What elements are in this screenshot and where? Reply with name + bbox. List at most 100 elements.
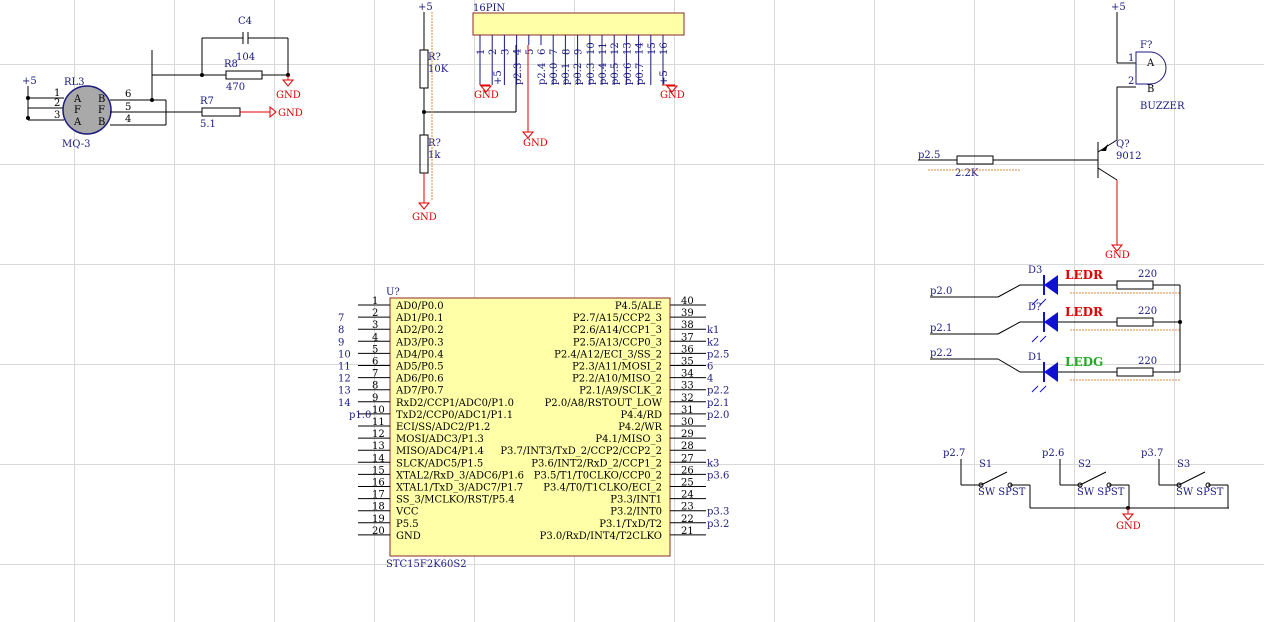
divider-r-top-val: 10K — [428, 64, 449, 75]
lcd-net-label: p0.1 — [561, 63, 572, 85]
buzzer-pin1: 1 — [1128, 53, 1134, 64]
mcu-pin-name: P2.1/A9/SCLK_2 — [579, 386, 662, 397]
led-ray — [1039, 298, 1047, 306]
mcu-pin-number: 2 — [372, 308, 378, 319]
led-wire — [997, 321, 1021, 335]
sensor-pin-label: 1 — [54, 88, 60, 99]
buzzer-ref: F? — [1140, 40, 1152, 51]
led-resistor — [1116, 367, 1154, 377]
lcd-ref: 16PIN — [473, 3, 505, 14]
lcd-net-label: p0.3 — [586, 63, 597, 85]
gnd-label: GND — [1105, 250, 1130, 261]
mcu-part: STC15F2K60S2 — [386, 559, 467, 570]
mcu-pin-number: 28 — [681, 441, 694, 452]
mcu-pin-number: 21 — [681, 526, 694, 537]
mcu-pin-name: P4.2/WR — [618, 422, 662, 433]
lcd-pin-number: 9 — [574, 49, 585, 55]
q-base-net: p2.5 — [918, 150, 940, 161]
mcu-net-label: p2.2 — [707, 386, 729, 397]
mcu-net-label: 6 — [707, 362, 713, 373]
mcu-net-label: 4 — [707, 374, 713, 385]
led-ray — [1039, 335, 1047, 343]
buzzer-pin2: 2 — [1128, 76, 1134, 87]
mcu-pin-name: P4.5/ALE — [615, 301, 662, 312]
gnd-label: GND — [276, 90, 301, 101]
r8-ref: R8 — [224, 59, 238, 70]
mcu-pin-name: XTAL1/TxD_3/ADC7/P1.7 — [396, 483, 523, 494]
gnd-symbol — [269, 105, 277, 119]
mcu-pin-name: P2.2/A10/MISO_2 — [572, 374, 662, 385]
lcd-pin-number: 15 — [647, 42, 658, 55]
led-resistor — [1116, 317, 1154, 327]
sensor-part: MQ-3 — [62, 139, 91, 150]
mcu-pin-number: 32 — [681, 393, 694, 404]
lcd-pin-number: 11 — [598, 42, 609, 55]
led-resistor-value: 220 — [1138, 306, 1157, 317]
q-collector — [1097, 139, 1118, 153]
mcu-pin-number: 15 — [372, 465, 385, 476]
mcu-pin-name: AD5/P0.5 — [395, 362, 444, 373]
mcu-net-label: p2.0 — [707, 410, 729, 421]
lcd-net-label: p0.0 — [549, 63, 560, 85]
mq3-sensor: +5 1 2 3 A F A B F B RL3 MQ-3 6 5 4 — [22, 16, 303, 150]
mcu-pin-name: P3.5/T1/T0CLKO/CCP0_2 — [534, 470, 662, 481]
switch-lever — [1079, 471, 1107, 486]
divider-r-bot — [419, 134, 429, 174]
mcu-net-label: p3.6 — [707, 470, 729, 481]
lcd-net-label: p2.3 — [513, 63, 524, 85]
sensor-letter: B — [98, 117, 105, 128]
sensor-letter: F — [98, 105, 105, 116]
led-color-label: LEDR — [1065, 305, 1104, 319]
led-wire — [997, 358, 1021, 373]
led-ray — [1031, 298, 1039, 306]
switch-contact — [1077, 482, 1083, 488]
mcu-pin-name: P2.3/A11/MOSI_2 — [572, 362, 662, 373]
mcu-pin-name: AD3/P0.3 — [395, 337, 444, 348]
lcd-net-label: p0.5 — [610, 63, 621, 85]
buzzer-b: B — [1147, 84, 1154, 95]
mcu-pin-name: P3.0/RxD/INT4/T2CLKO — [540, 531, 662, 542]
mcu-ref: U? — [386, 287, 400, 298]
mcu-pin-name: MOSI/ADC3/P1.3 — [396, 434, 484, 445]
mcu-net-label: k3 — [707, 458, 719, 469]
led-ref: D3 — [1028, 265, 1042, 276]
mcu-pin-name: SLCK/ADC5/P1.5 — [396, 458, 483, 469]
led-resistor-value: 220 — [1138, 356, 1157, 367]
mcu-pin-number: 8 — [372, 381, 378, 392]
sensor-letter: A — [73, 117, 82, 128]
mcu-pin-name: SS_3/MCLKO/RST/P5.4 — [396, 495, 515, 506]
mcu-net-label: 11 — [338, 362, 351, 373]
gnd-symbol — [521, 131, 535, 139]
buzzer-body — [1135, 51, 1167, 85]
led-resistor-value: 220 — [1138, 269, 1157, 280]
divider-vcc-label: +5 — [418, 2, 433, 13]
mcu-pin-number: 27 — [681, 453, 694, 464]
mcu-net-label: p1.0 — [349, 410, 371, 421]
lcd-pin-number: 14 — [635, 42, 646, 55]
gnd-label: GND — [412, 212, 437, 223]
gnd-symbol — [1110, 244, 1124, 252]
led-anode — [1044, 362, 1058, 382]
junction — [150, 98, 154, 102]
mcu-pin-number: 18 — [372, 502, 385, 513]
mcu-pin-number: 13 — [372, 441, 385, 452]
mcu-pin-name: AD4/P0.4 — [395, 349, 444, 360]
gnd-label: GND — [660, 90, 685, 101]
mcu-pin-number: 6 — [372, 357, 378, 368]
mcu-pin-number: 5 — [372, 344, 378, 355]
led-resistor — [1116, 280, 1154, 290]
lcd-pin-number: 12 — [610, 42, 621, 55]
lcd-pin-number: 7 — [549, 49, 560, 55]
lcd-net-label: p0.7 — [635, 63, 646, 85]
divider-r-bot-ref: R? — [428, 138, 441, 149]
mcu-pin-name: P2.6/A14/CCP1_3 — [573, 325, 662, 336]
mcu-pin-number: 3 — [372, 320, 378, 331]
junction — [1178, 320, 1182, 324]
divider-r-top-ref: R? — [428, 52, 441, 63]
mcu-net-label: 7 — [338, 313, 344, 324]
q-base-r-val: 2.2K — [955, 168, 979, 179]
mcu-pin-name: VCC — [395, 507, 419, 518]
mcu-pin-number: 33 — [681, 381, 694, 392]
mcu-pin-number: 37 — [681, 332, 694, 343]
